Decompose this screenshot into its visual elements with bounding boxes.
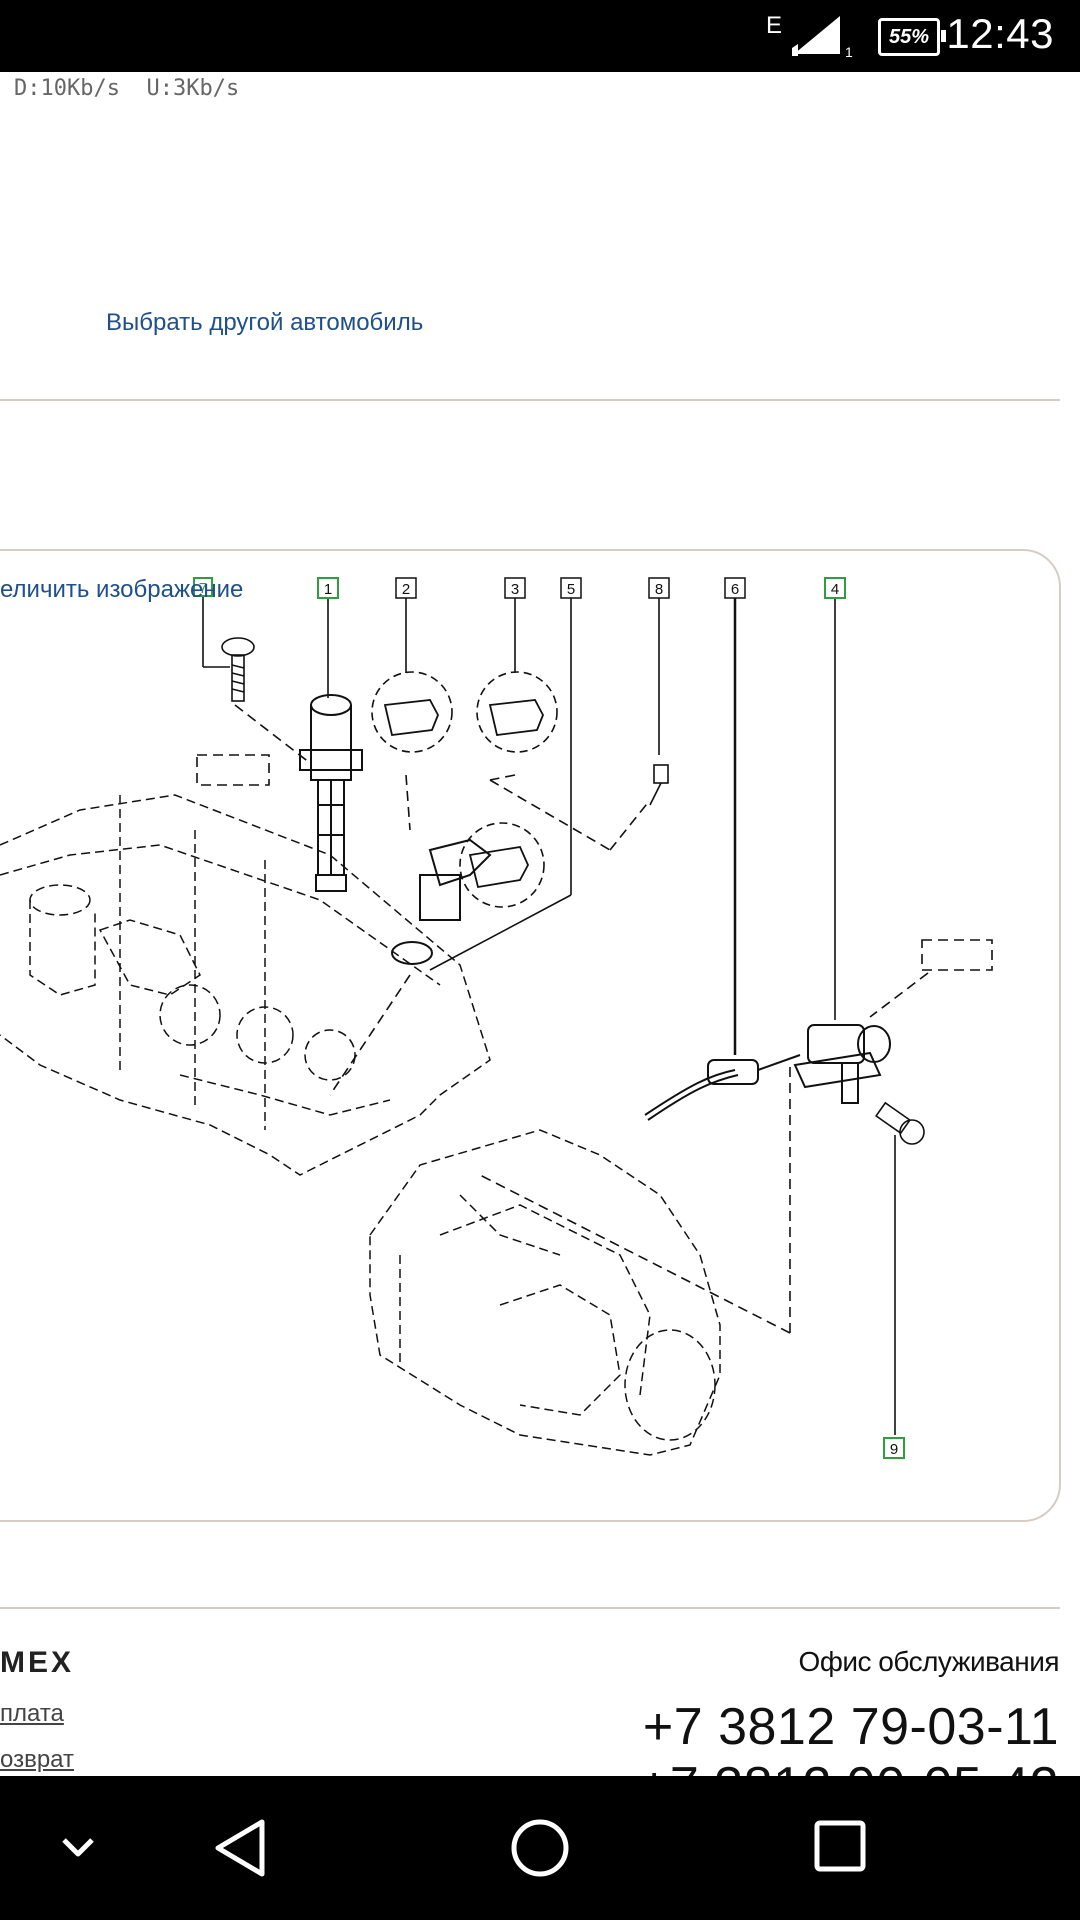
part-sensor-5 [391,838,492,965]
sim-slot-number: 1 [845,44,853,60]
part-wiring-6 [644,1054,801,1121]
gearbox-outline [369,1129,721,1456]
zoom-image-link[interactable]: еличить изображение [0,576,244,603]
part-sensor-4 [793,1024,891,1104]
battery-percentage: 55% [888,25,930,48]
part-bolt-9 [875,1101,925,1145]
engine-block-outline [0,794,491,1176]
parts-diagram[interactable]: 7 1 2 3 5 8 6 4 9 [0,555,1040,1485]
callout-9[interactable]: 9 [890,1441,898,1458]
navigation-bar [0,1776,1080,1920]
signal-strength-icon [792,16,840,56]
hide-keyboard-icon[interactable] [58,1828,98,1868]
divider [0,399,1060,401]
recents-icon[interactable] [812,1818,868,1874]
footer-brand: MEX [0,1646,75,1679]
network-type-indicator: E [766,12,783,39]
part-connector-2 [371,671,558,908]
office-title: Офис обслуживания [798,1646,1060,1677]
change-car-link[interactable]: Выбрать другой автомобиль [106,309,424,336]
footer-link-payment[interactable]: плата [0,1700,64,1727]
home-icon[interactable] [508,1816,572,1880]
dashed-connectors [196,704,993,1334]
callout-5[interactable]: 5 [567,581,575,598]
network-speed-overlay: D:10Kb/s U:3Kb/s [14,76,239,101]
diagram-card [0,549,1061,1522]
callout-3[interactable]: 3 [511,581,519,598]
part-bolt-7 [221,637,255,702]
callout-4[interactable]: 4 [831,581,839,598]
battery-icon: 55% [878,18,946,56]
callout-8[interactable]: 8 [655,581,663,598]
part-bolt-8 [649,764,669,806]
clock: 12:43 [946,10,1054,57]
footer-link-return[interactable]: озврат [0,1746,74,1773]
footer-divider [0,1607,1060,1609]
download-speed: D:10Kb/s [14,76,120,101]
back-icon[interactable] [210,1816,270,1880]
callout-7[interactable]: 7 [199,580,207,597]
upload-speed: U:3Kb/s [146,76,240,101]
part-sensor-1 [299,694,363,892]
callout-6[interactable]: 6 [731,581,739,598]
phone-primary[interactable]: +7 3812 79-03-11 [642,1698,1059,1756]
callout-labels: 7 1 2 3 5 8 6 4 9 [193,577,905,1459]
callout-1[interactable]: 1 [324,581,332,598]
leader-lines [202,585,896,1435]
status-bar: E 1 55% 12:43 [0,0,1080,72]
callout-2[interactable]: 2 [402,581,410,598]
